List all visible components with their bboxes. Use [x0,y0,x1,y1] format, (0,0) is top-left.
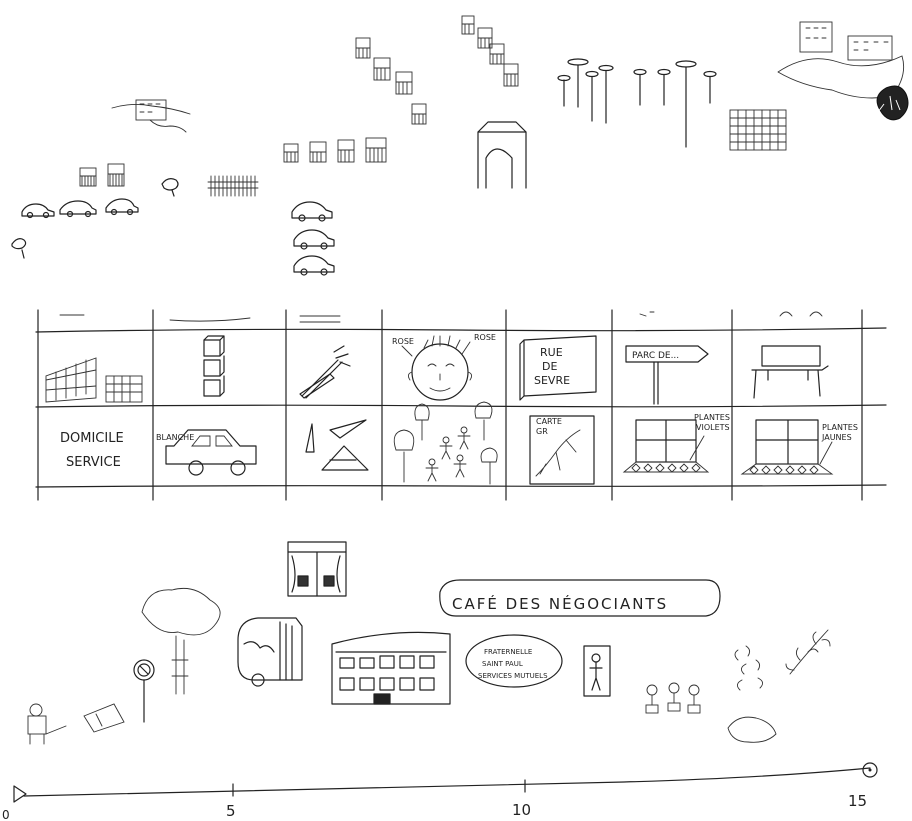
balcony-sketch [80,164,124,186]
car-sketch [60,201,96,217]
cafe-sign-label: CAFÉ DES NÉGOCIANTS [452,594,668,613]
pictogram-grid: ROSE ROSE RUE DE SEVRE PARC DE... DOMICI… [36,310,886,500]
tree-sketch [877,86,908,120]
playground-sketch [28,704,124,744]
fence-grid-sketch [730,110,786,150]
street-scene: CAFÉ DES NÉGOCIANTS [28,542,830,744]
yellow-label-line-1: PLANTES [822,423,858,432]
cell-white-car: BLANCHE [156,430,256,475]
oval-sign-line-1: FRATERNELLE [484,648,532,656]
car-sketch [22,204,54,218]
domicile-line-1: DOMICILE [60,431,124,446]
balcony-diagonal-sketch [356,16,518,124]
cell-bench [752,346,828,398]
violet-label-line-2: VIOLETS [696,423,730,432]
cell-yellow-plants: PLANTES JAUNES [742,420,858,474]
building-facade-sketch [332,632,450,704]
cell-windows-grid [46,358,142,402]
hilltop-buildings-sketch [778,22,904,98]
cell-fork-spoon [300,346,350,398]
bird-sketch [12,179,178,258]
cell-domicile-text: DOMICILE SERVICE [60,431,124,470]
face-label-left: ROSE [392,337,414,346]
cell-face: ROSE ROSE [392,333,496,400]
map-label-line-1: CARTE [536,417,562,426]
timeline-label-5: 5 [226,802,236,820]
branch-sketch [786,630,830,674]
street-sign-line-2: DE [542,360,557,373]
cell-stacked-cubes [204,336,224,396]
park-sign-label: PARC DE... [632,351,679,361]
top-sketch-area [12,16,908,275]
cell-map: CARTE GR [530,416,594,484]
scribbles-sketch [728,646,776,742]
yellow-label-line-2: JAUNES [821,433,852,442]
car-stack-sketch [292,202,334,275]
grid-top-remnants [60,312,822,322]
cafe-sign: CAFÉ DES NÉGOCIANTS [440,580,720,616]
cell-park-sign: PARC DE... [626,346,708,404]
timeline-start-marker [14,786,26,802]
cell-triangles [306,420,368,470]
timeline-label-0: 0 [2,808,10,821]
big-tree-sketch [142,588,220,694]
streetlamps-sketch [558,59,716,147]
building-sketch [112,100,190,132]
oval-sign-line-3: SERVICES MUTUELS [478,672,548,680]
timeline-label-10: 10 [512,801,531,819]
cell-street-sign: RUE DE SEVRE [520,336,596,400]
window-curtains-sketch [288,542,346,596]
timeline-label-15: 15 [848,792,867,810]
car-sketch [106,199,138,215]
balcony-row-sketch [284,138,386,162]
cell-trees-people [394,402,497,484]
potted-plants-sketch [646,683,700,713]
cell-violet-plants: PLANTES VIOLETS [624,413,730,472]
car-label: BLANCHE [156,433,194,442]
street-sign-line-1: RUE [540,346,563,359]
street-sign-line-3: SEVRE [534,374,570,387]
fence-sketch [208,176,258,196]
doorway-sketch [584,646,610,696]
arch-gate-sketch [478,122,526,188]
face-label-right: ROSE [474,333,496,342]
timeline: 0 5 10 15 [2,763,877,821]
oval-sign-line-2: SAINT PAUL [482,660,523,668]
violet-label-line-1: PLANTES [694,413,730,422]
map-label-line-2: GR [536,427,548,436]
domicile-line-2: SERVICE [66,455,121,470]
road-sign-sketch [134,660,154,722]
bus-sketch [238,618,302,686]
oval-sign: FRATERNELLE SAINT PAUL SERVICES MUTUELS [466,635,562,687]
